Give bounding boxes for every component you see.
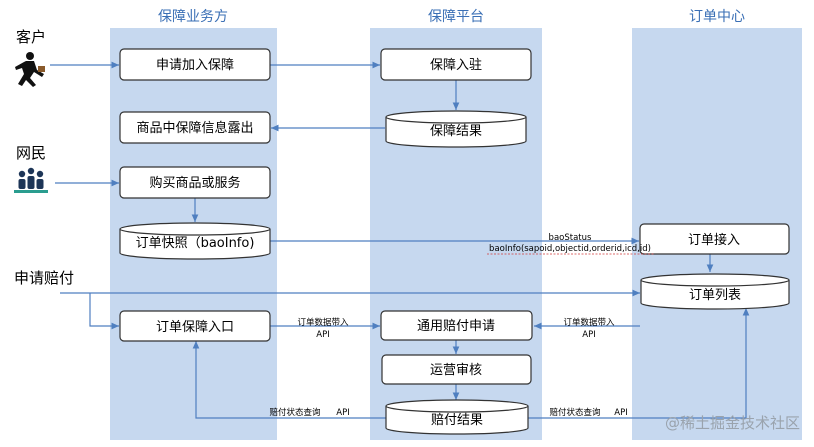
review-label: 运营审核: [430, 363, 482, 378]
edge-label-claim-query-2: 赔付状态查询: [549, 407, 600, 418]
snapshot-label: 订单快照（baoInfo): [136, 236, 255, 251]
order-access-box: [639, 223, 790, 255]
claim-apply-box: [380, 310, 533, 341]
expose-box: [119, 111, 271, 144]
edge-label-claim-query-1: 赔付状态查询: [269, 407, 320, 418]
edge-label-order-data-2-bottom: API: [582, 330, 595, 340]
lane-biz-title: 保障业务方: [158, 9, 228, 25]
expose-label: 商品中保障信息露出: [136, 120, 253, 136]
edge-label-bao-status: baoStatus: [549, 233, 592, 243]
order-entry-label: 订单保障入口: [156, 320, 234, 335]
arrow-claim-result-to-entry: [192, 341, 386, 419]
running-person-icon: [15, 52, 45, 87]
order-access-label: 订单接入: [688, 232, 740, 248]
edge-label-order-data-1-top: 订单数据带入: [297, 317, 349, 328]
actor-customer-label: 客户: [16, 28, 46, 46]
edge-label-claim-query-1-api: API: [336, 408, 349, 418]
settle-label: 保障入驻: [430, 58, 482, 73]
order-list-cylinder: [640, 273, 790, 310]
order-list-label: 订单列表: [689, 288, 741, 303]
apply-join-box: [119, 48, 271, 81]
result-label: 保障结果: [430, 124, 482, 139]
arrow-claim-result-to-order-list: [528, 308, 750, 419]
edge-label-order-data-1-bottom: API: [316, 330, 329, 340]
result-cylinder: [385, 110, 527, 148]
lane-order-title: 订单中心: [689, 9, 745, 25]
arrow-claim-to-order-entry: [89, 293, 119, 330]
claim-apply-label: 通用赔付申请: [417, 319, 495, 334]
lane-platform-title: 保障平台: [428, 9, 484, 25]
order-entry-box: [119, 310, 271, 342]
actor-claim-label: 申请赔付: [14, 269, 74, 287]
buy-box: [119, 166, 271, 199]
actor-netizen-label: 网民: [16, 144, 46, 162]
snapshot-cylinder: [119, 222, 271, 260]
claim-result-cylinder: [385, 399, 529, 435]
edge-label-bao-info: baoInfo(sapoid,objectid,orderid,icd,id): [489, 244, 651, 254]
edge-label-order-data-2-top: 订单数据带入: [563, 317, 615, 328]
people-group-icon: [14, 167, 48, 193]
edge-label-claim-query-2-api: API: [614, 408, 627, 418]
buy-label: 购买商品或服务: [149, 175, 240, 191]
settle-box: [380, 48, 532, 81]
apply-join-label: 申请加入保障: [156, 58, 234, 73]
watermark: @稀土掘金技术社区: [665, 414, 800, 432]
claim-result-label: 赔付结果: [431, 413, 483, 428]
review-box: [381, 354, 532, 385]
